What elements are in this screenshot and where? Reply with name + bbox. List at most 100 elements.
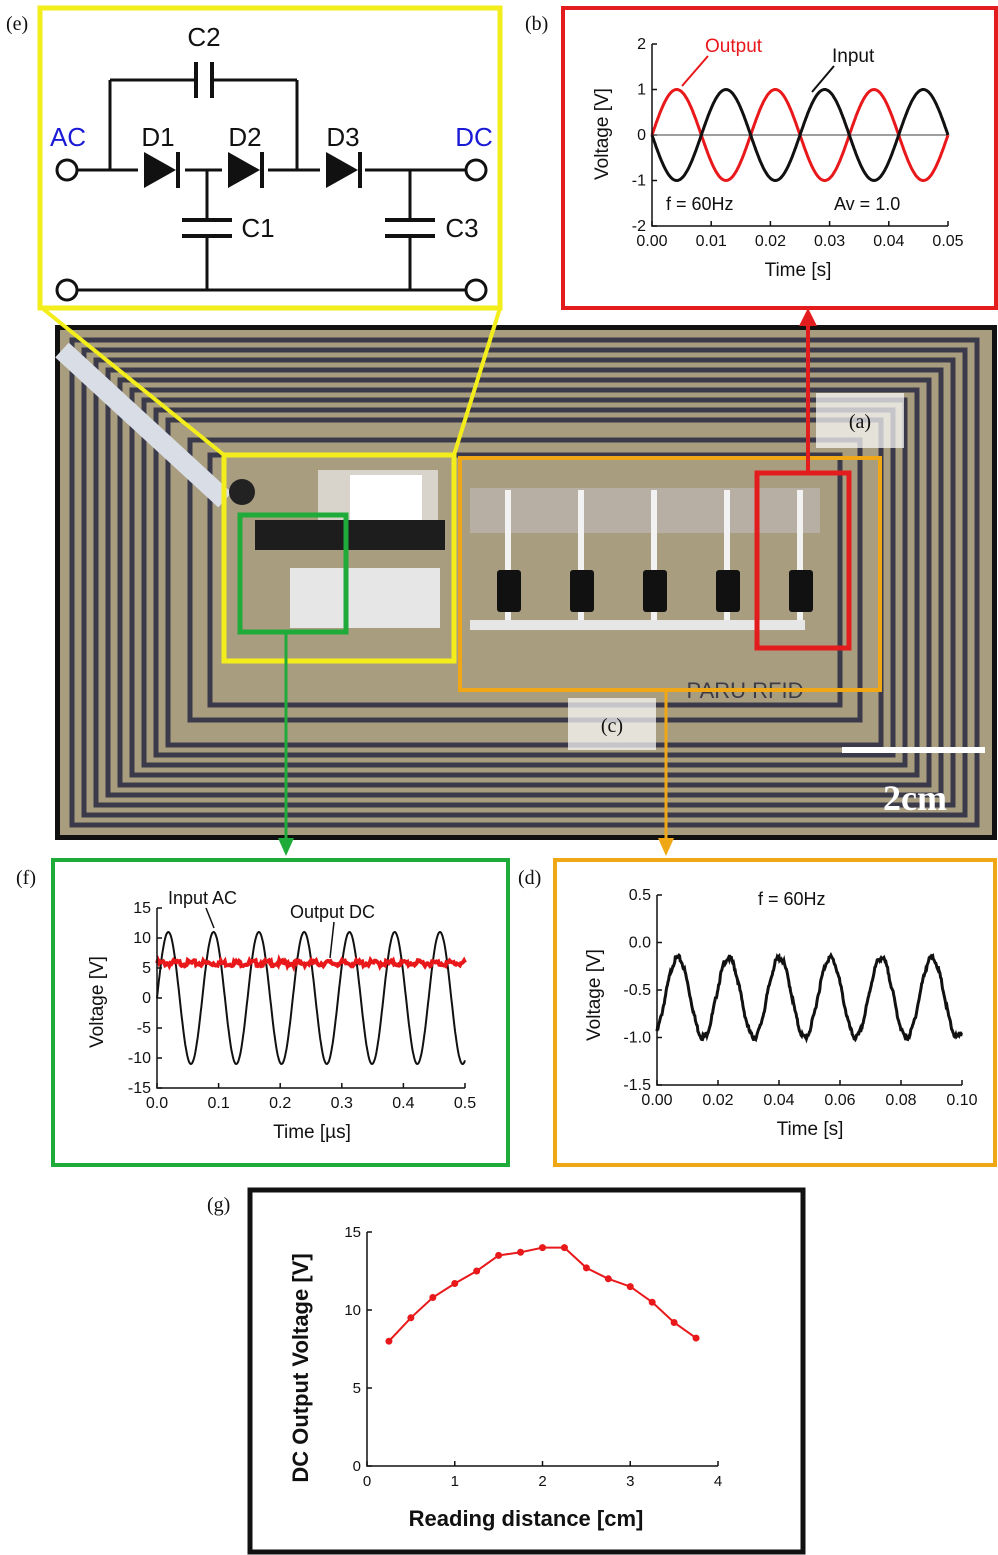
label-d2: D2 — [228, 122, 261, 152]
rectifier-strip — [470, 488, 820, 533]
chart-d-ytick-label: -1.0 — [623, 1030, 651, 1047]
chart-g-point — [385, 1337, 393, 1345]
chart-g-point — [626, 1283, 634, 1291]
circuit-frame — [37, 5, 503, 311]
chart-b-ytick-label: -1 — [632, 173, 646, 190]
chart-f-xtick-label: 0.1 — [207, 1095, 229, 1112]
panel-label-a: (a) — [849, 411, 871, 433]
chart-d-ytick-label: -0.5 — [623, 982, 651, 999]
chart-f-xtick-label: 0.4 — [392, 1095, 414, 1112]
panel-d-frame — [553, 858, 997, 1167]
chart-g-xtick-label: 2 — [538, 1473, 546, 1490]
circuit-wires — [78, 78, 465, 292]
chart-b-input-pointer — [811, 65, 835, 93]
chart-d-xtick-label: 0.06 — [824, 1092, 855, 1109]
circuit-panel: (e) AC — [6, 5, 503, 311]
chart-f-xtick-label: 0.0 — [146, 1095, 168, 1112]
chart-b-freq: f = 60Hz — [666, 194, 734, 214]
chart-b-ytick-label: 2 — [637, 36, 646, 53]
capacitor-bottom — [290, 568, 440, 628]
chart-b-xtick-label: 0.04 — [873, 233, 904, 250]
rfid-photo: PARU RFID (a) (c) 2cm — [55, 325, 997, 840]
chart-g-point — [407, 1314, 415, 1322]
chart-f-input-pointer — [205, 907, 215, 929]
chart-f-ytick-label: 10 — [133, 930, 151, 947]
chart-g-axes — [366, 1232, 718, 1467]
chart-g-point — [473, 1267, 481, 1275]
label-d1: D1 — [141, 122, 174, 152]
chart-b-xtick-label: 0.05 — [932, 233, 963, 250]
chart-f-ytick-label: -15 — [128, 1080, 151, 1097]
chart-g-ytick-label: 0 — [353, 1458, 361, 1475]
antenna-coil — [69, 337, 980, 828]
chart-b-ytick-label: 0 — [637, 127, 646, 144]
chart-g-xtick-label: 0 — [363, 1473, 371, 1490]
capacitor-plates — [182, 62, 435, 238]
chart-g-point — [648, 1298, 656, 1306]
scale-bar-label: 2cm — [883, 778, 947, 818]
chart-g-point — [517, 1248, 525, 1256]
chart-g-point — [582, 1264, 590, 1272]
highlight-yellow — [221, 452, 457, 664]
chart-g-point — [539, 1244, 546, 1252]
chart-f-ytick-label: -10 — [128, 1050, 151, 1067]
label-c2: C2 — [187, 22, 220, 52]
antenna-bridge — [55, 342, 232, 508]
chart-g-xtick-label: 1 — [451, 1473, 459, 1490]
chart-f-output-pointer — [329, 921, 335, 959]
panel-label-f: (f) — [16, 867, 36, 889]
chart-b-input-line — [650, 87, 950, 183]
chart-f-xtick-label: 0.5 — [454, 1095, 476, 1112]
label-d3: D3 — [326, 122, 359, 152]
chart-g-point — [604, 1275, 612, 1283]
chart-d-xtick-label: 0.00 — [641, 1092, 672, 1109]
label-c3: C3 — [445, 213, 478, 243]
via-pad — [229, 479, 255, 505]
chart-f-ytick-label: 0 — [142, 990, 151, 1007]
chart-d-xtick-label: 0.08 — [885, 1092, 916, 1109]
chart-g-ytick-label: 5 — [353, 1380, 361, 1397]
chart-g-point — [495, 1251, 503, 1259]
chart-g-point — [451, 1279, 459, 1287]
capacitor-top — [350, 475, 422, 520]
chart-d-xlabel: Time [s] — [777, 1119, 844, 1140]
chart-f-ytick-label: 15 — [133, 900, 151, 917]
panel-label-g: (g) — [207, 1194, 230, 1216]
diodes — [144, 152, 362, 188]
chart-d-freq: f = 60Hz — [758, 889, 826, 909]
chart-b-ylabel: Voltage [V] — [592, 88, 613, 180]
panel-g-frame — [247, 1187, 806, 1555]
chart-f-ytick-label: -5 — [137, 1020, 151, 1037]
connectors — [40, 306, 817, 856]
panel-label-e: (e) — [6, 13, 28, 35]
ground-rail — [470, 620, 805, 630]
chart-f-output-label: Output DC — [290, 902, 375, 922]
chart-g-xtick-label: 4 — [714, 1473, 722, 1490]
chart-b-axes — [651, 44, 948, 227]
chart-d-xtick-label: 0.02 — [702, 1092, 733, 1109]
label-box-a — [816, 393, 904, 448]
chart-b-input-label: Input — [832, 46, 875, 67]
chart-f-axes — [156, 908, 465, 1089]
chart-d-ytick-label: 0.0 — [629, 935, 651, 952]
highlight-green — [237, 512, 349, 635]
chart-b-ytick-label: -2 — [632, 218, 646, 235]
chart-b-xtick-label: 0.01 — [696, 233, 727, 250]
chart-g-ytick-label: 10 — [344, 1302, 361, 1319]
chart-g-ylabel: DC Output Voltage [V] — [288, 1253, 313, 1482]
label-ac: AC — [50, 122, 86, 152]
chart-g-point — [670, 1318, 678, 1326]
panel-label-d: (d) — [518, 867, 541, 889]
chart-d-xtick-label: 0.10 — [946, 1092, 977, 1109]
chart-f-xlabel: Time [µs] — [273, 1122, 351, 1143]
panel-label-b: (b) — [525, 13, 548, 35]
chart-g-ytick-label: 15 — [344, 1224, 361, 1241]
chart-b-ytick-label: 1 — [637, 82, 646, 99]
chart-f-ytick-label: 5 — [142, 960, 151, 977]
chart-g-point — [560, 1244, 568, 1252]
chart-g-point — [692, 1334, 700, 1342]
chart-d-ylabel: Voltage [V] — [584, 949, 605, 1041]
